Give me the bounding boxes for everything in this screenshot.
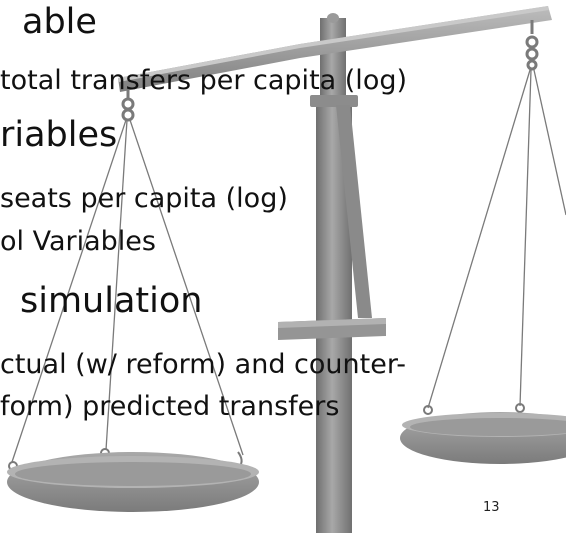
text-line-5: ol Variables bbox=[0, 226, 156, 257]
text-line-6: simulation bbox=[20, 281, 203, 321]
text-line-3: riables bbox=[0, 115, 118, 155]
left-hook bbox=[121, 88, 135, 122]
scale-post-top bbox=[320, 18, 346, 102]
scale-needle bbox=[336, 105, 372, 318]
scale-beam bbox=[118, 6, 552, 92]
text-line-4: seats per capita (log) bbox=[0, 183, 288, 214]
text-line-8: form) predicted transfers bbox=[0, 391, 340, 422]
left-pan bbox=[7, 452, 259, 512]
text-line-1: able bbox=[22, 2, 97, 42]
right-pan bbox=[400, 412, 566, 464]
text-line-2: total transfers per capita (log) bbox=[0, 65, 408, 96]
right-chains bbox=[427, 69, 566, 409]
text-line-7: ctual (w/ reform) and counter- bbox=[0, 349, 406, 380]
page-number: 13 bbox=[483, 500, 500, 515]
left-chains bbox=[11, 119, 244, 463]
right-hook bbox=[525, 20, 539, 71]
